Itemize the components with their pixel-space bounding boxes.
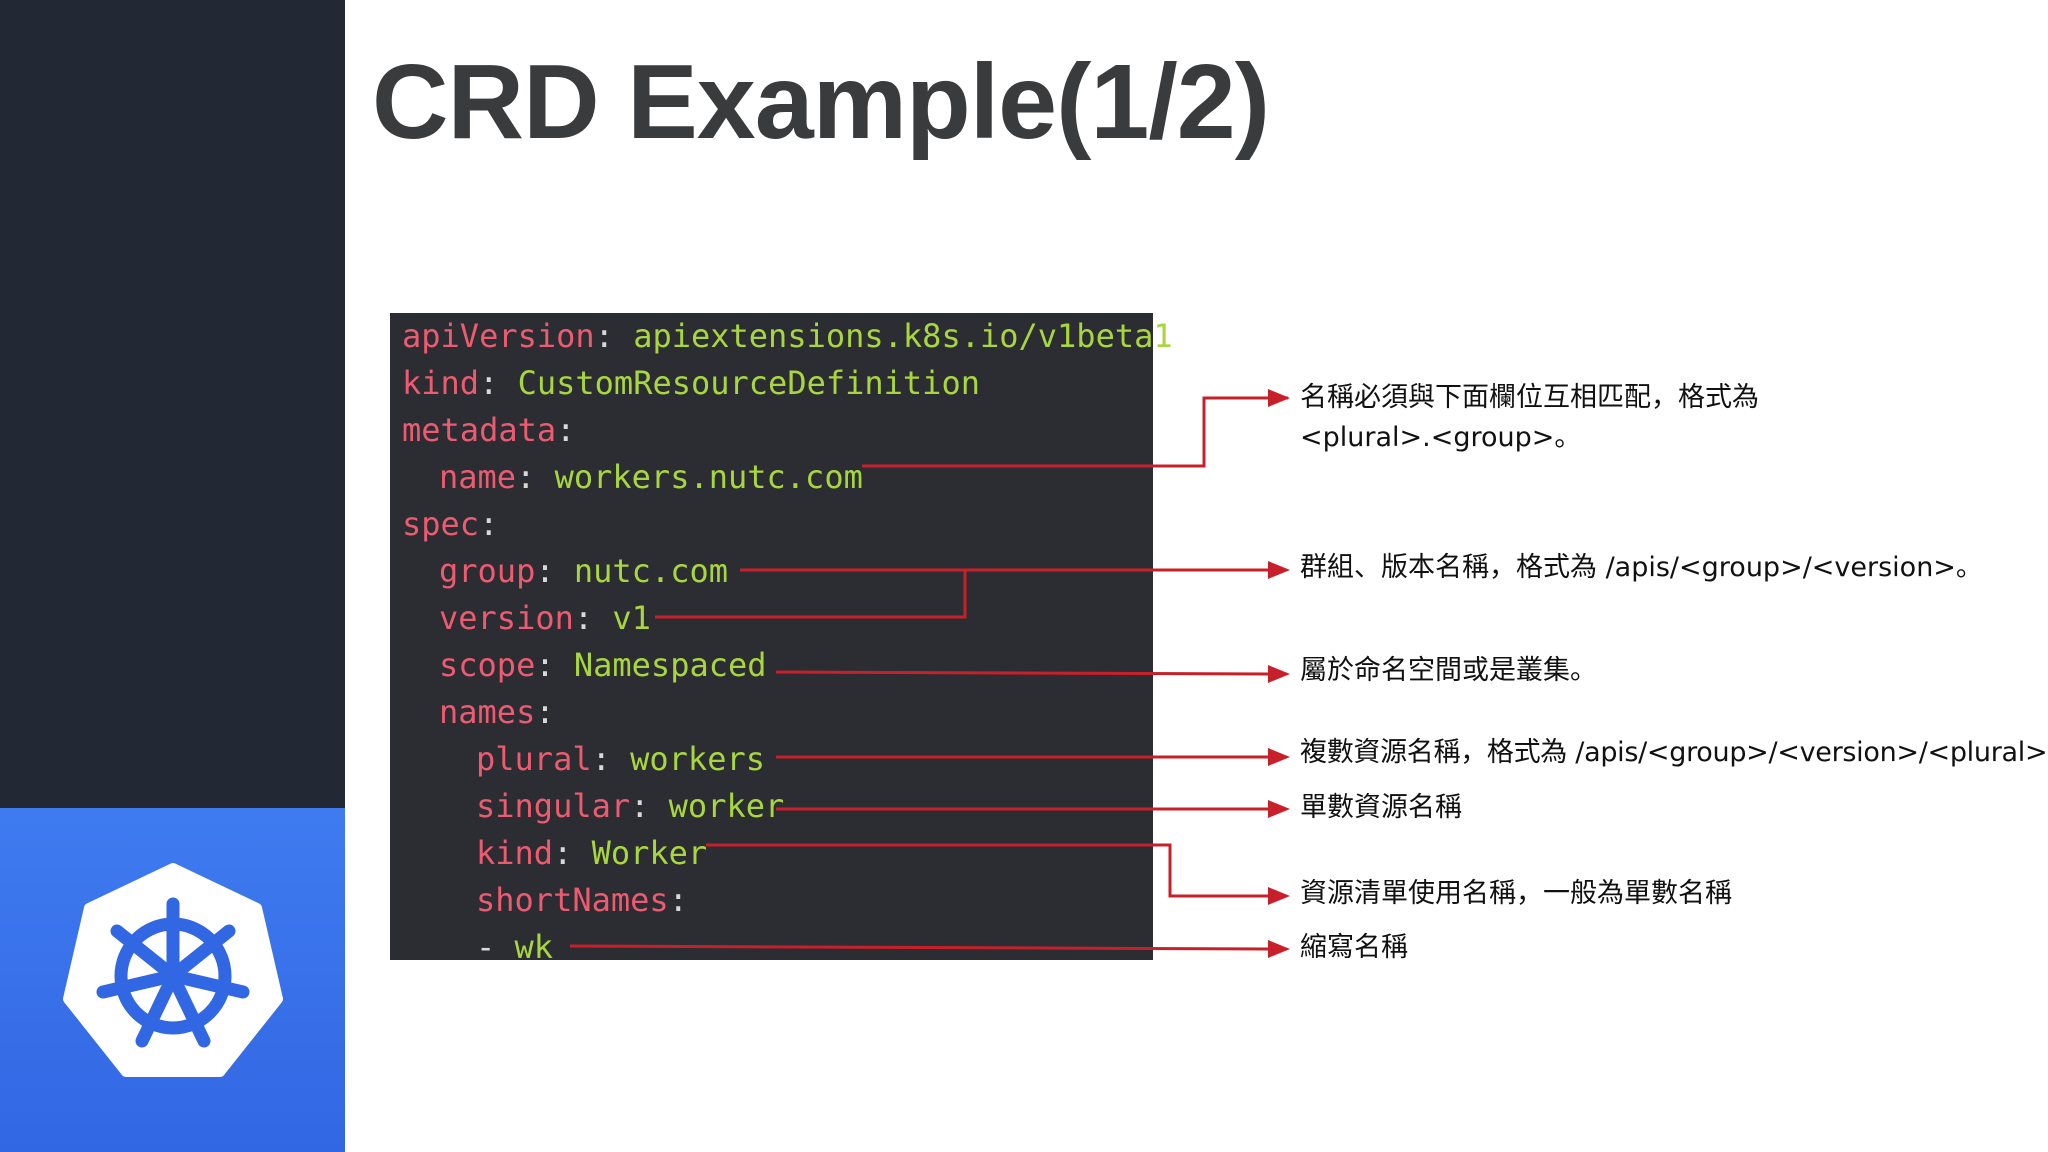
code-sep: : [535,646,555,684]
code-value: nutc.com [554,552,728,590]
kubernetes-logo-icon [63,863,283,1077]
code-sep: : [668,881,688,919]
note-scope: 屬於命名空間或是叢集。 [1300,655,1597,686]
code-line-metadata: metadata: [402,407,575,454]
code-value: wk [514,928,554,966]
code-line-shortname-item: - wk [476,924,553,971]
code-line-plural: plural: workers [476,736,765,783]
code-sep: : [594,317,614,355]
code-key: kind [476,834,554,872]
code-line-names: names: [439,689,555,736]
code-line-name: name: workers.nutc.com [439,454,863,501]
code-sep: : [516,458,536,496]
code-line-scope: scope: Namespaced [439,642,767,689]
arrowhead-shortnames [1268,940,1290,958]
code-sep: : [535,552,555,590]
note-name-line1: 名稱必須與下面欄位互相匹配，格式為 [1300,382,1759,413]
code-line-apiversion: apiVersion: apiextensions.k8s.io/v1beta1 [402,313,1173,360]
note-group-version: 群組、版本名稱，格式為 /apis/<group>/<version>。 [1300,552,1983,583]
code-value: apiextensions.k8s.io/v1beta1 [613,317,1173,355]
sidebar-dark-panel [0,0,345,808]
code-line-singular: singular: worker [476,783,784,830]
code-sep: : [591,740,611,778]
code-key: version [439,599,574,637]
code-key: shortNames [476,881,669,919]
arrowhead-kind [1268,887,1290,905]
code-key: plural [476,740,592,778]
yaml-code-block: apiVersion: apiextensions.k8s.io/v1beta1… [390,313,1173,966]
note-plural: 複數資源名稱，格式為 /apis/<group>/<version>/<plur… [1300,737,2048,768]
code-value: v1 [593,599,651,637]
slide-title: CRD Example(1/2) [372,43,1270,161]
code-sep: : [553,834,573,872]
code-sep: : [573,599,594,637]
arrowhead-singular [1268,800,1290,818]
arrow-shortnames [569,944,1271,951]
code-sep: : [479,364,499,402]
code-key: singular [476,787,631,825]
code-line-version: version: v1 [439,595,651,642]
code-value: workers [610,740,765,778]
code-sep: - [476,928,515,966]
code-line-kind: kind: CustomResourceDefinition [402,360,980,407]
code-value: Namespaced [554,646,767,684]
arrowhead-plural [1268,748,1290,766]
note-name-line2: <plural>.<group>。 [1300,422,1582,453]
code-key: metadata [402,411,557,449]
arrowhead-group [1268,561,1290,579]
code-line-group: group: nutc.com [439,548,728,595]
code-line-shortnames: shortNames: [476,877,688,924]
code-key: scope [439,646,536,684]
code-key: apiVersion [402,317,595,355]
code-key: names [439,693,536,731]
code-key: name [439,458,517,496]
arrowhead-scope [1268,665,1290,683]
code-value: CustomResourceDefinition [498,364,980,402]
code-sep: : [535,693,555,731]
code-line-names-kind: kind: Worker [476,830,707,877]
code-key: spec [402,505,480,543]
arrow-name [862,396,1288,468]
code-sep: : [479,505,499,543]
code-line-spec: spec: [402,501,498,548]
arrow-kind [706,843,1270,898]
note-singular: 單數資源名稱 [1300,792,1462,823]
code-value: worker [649,787,785,825]
code-key: group [439,552,536,590]
code-value: workers.nutc.com [535,458,863,496]
arrow-scope [775,670,1271,676]
note-kind: 資源清單使用名稱，一般為單數名稱 [1300,878,1732,909]
arrow-version-join [655,570,967,619]
arrowhead-name [1268,389,1290,407]
code-sep: : [630,787,650,825]
code-value: Worker [572,834,708,872]
note-shortnames: 縮寫名稱 [1300,932,1408,963]
code-key: kind [402,364,480,402]
code-sep: : [556,411,576,449]
